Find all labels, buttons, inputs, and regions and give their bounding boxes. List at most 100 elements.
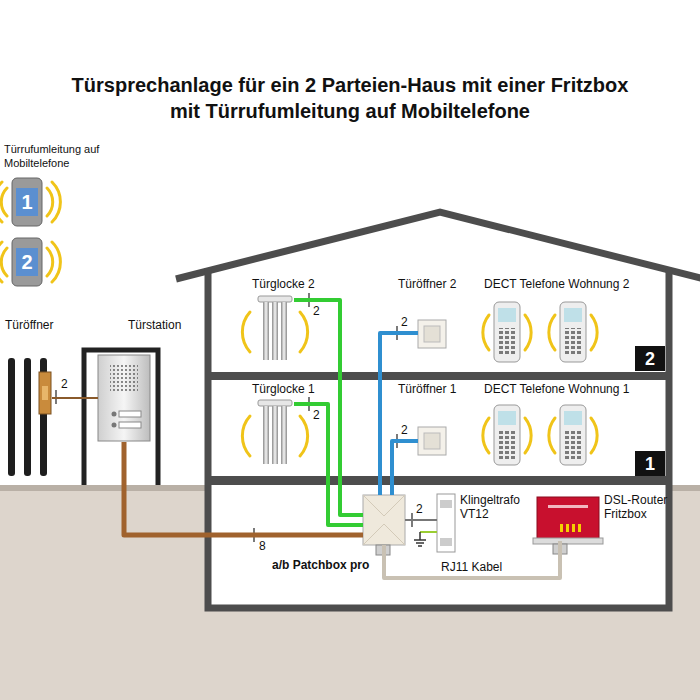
ground	[672, 485, 700, 491]
ring-waves	[52, 182, 60, 222]
patchbox	[363, 495, 405, 545]
bell-transformer	[419, 532, 421, 540]
house-outline	[208, 268, 669, 608]
wire	[405, 519, 437, 521]
node-label: Türstation	[128, 318, 208, 332]
door-button	[424, 433, 440, 449]
label: DECT Telefone Wohnung 2	[484, 277, 654, 291]
door-station	[84, 350, 158, 485]
node-number: 1	[21, 191, 32, 213]
ring-waves	[483, 418, 489, 453]
wire	[52, 397, 98, 399]
door-chime	[258, 296, 292, 464]
dsl-router	[533, 538, 603, 544]
wire	[384, 541, 560, 578]
door-chime	[281, 302, 287, 360]
label: DECT Telefone Wohnung 1	[484, 382, 654, 396]
wire-label: 2	[312, 305, 321, 318]
node-label: Türöffner	[5, 318, 85, 332]
wire	[380, 333, 418, 495]
dect-phone	[498, 431, 516, 459]
mobile-phone	[12, 238, 42, 286]
door-station	[119, 411, 141, 417]
dsl-router	[537, 497, 599, 539]
floor-number: 2	[635, 346, 665, 371]
floor-number: 1	[635, 451, 665, 476]
ring-waves	[300, 312, 308, 352]
bell-transformer	[420, 531, 437, 533]
wire-label: 2	[60, 378, 69, 391]
door-opener	[42, 386, 48, 400]
label: Türrufumleitung auf Mobiltelefone	[4, 142, 104, 170]
bell-transformer	[414, 494, 455, 552]
door-chime	[258, 400, 292, 406]
node-number: 2	[21, 251, 32, 273]
dect-phone	[498, 411, 516, 425]
dect-phone	[498, 308, 516, 322]
door-station	[110, 365, 138, 393]
bell-transformer	[416, 542, 424, 544]
dsl-router: DSL-Router Fritzbox	[537, 497, 599, 541]
ring-waves	[47, 248, 53, 276]
ring-waves	[549, 315, 555, 350]
mobile-phone	[16, 188, 38, 216]
wire	[392, 441, 418, 495]
ring-waves	[300, 416, 308, 456]
ring-waves	[525, 418, 531, 453]
floor-slab	[205, 372, 672, 485]
ground	[205, 485, 672, 605]
ground	[0, 485, 700, 700]
door-button	[424, 326, 440, 342]
ring-waves	[47, 188, 53, 216]
dect-phone	[560, 405, 586, 465]
wire-label: 8	[258, 540, 267, 553]
node-number: 2	[645, 348, 655, 370]
door-station	[112, 412, 117, 417]
door-opener: Türöffner	[38, 370, 52, 414]
bell-transformer	[437, 494, 455, 552]
bell-transformer: Klingeltrafo VT12	[437, 494, 455, 552]
bell-transformer	[440, 500, 452, 508]
floor-slab	[205, 476, 672, 485]
door-button: Türöffner 1	[418, 427, 446, 455]
mobile-phone: 2	[12, 238, 42, 286]
dect-phone	[564, 411, 582, 425]
door-chime	[281, 406, 287, 464]
ring-waves	[0, 182, 2, 222]
dsl-router	[566, 524, 569, 532]
ring-waves	[591, 418, 597, 453]
dect-phone	[494, 302, 520, 362]
door-chime: Türglocke 2	[256, 294, 294, 362]
dect-phone	[564, 308, 582, 322]
bell-transformer	[418, 545, 422, 547]
patchbox: a/b Patchbox pro	[363, 495, 405, 545]
node-label: a/b Patchbox pro	[272, 558, 392, 572]
door-chime	[272, 406, 278, 464]
ring-waves	[0, 242, 2, 282]
wire-label: 2	[312, 409, 321, 422]
mobile-phone	[16, 248, 38, 276]
floor-slab	[205, 372, 672, 380]
door-chime	[263, 406, 269, 464]
dect-phone	[498, 328, 516, 356]
wire-label: RJ11 Kabel	[440, 561, 503, 574]
wire-label: 2	[400, 316, 409, 329]
ring-waves	[483, 315, 489, 350]
tick-mark	[56, 293, 412, 542]
dect-phone	[494, 405, 520, 465]
door-opener	[39, 372, 51, 414]
door-button	[418, 320, 446, 348]
dsl-router	[572, 524, 575, 532]
patchbox	[363, 495, 405, 545]
bell-transformer	[440, 538, 452, 546]
door-station	[84, 350, 158, 485]
door-button: Türöffner 2	[418, 320, 446, 348]
node-label: Türöffner 1	[398, 382, 478, 396]
ring-waves	[1, 188, 7, 216]
dsl-router	[560, 524, 563, 532]
door-chime	[272, 302, 278, 360]
ring-waves	[1, 248, 7, 276]
node-label: Klingeltrafo VT12	[460, 493, 532, 521]
wire	[294, 404, 363, 525]
title: Türsprechanlage für ein 2 Parteien-Haus …	[62, 72, 638, 124]
